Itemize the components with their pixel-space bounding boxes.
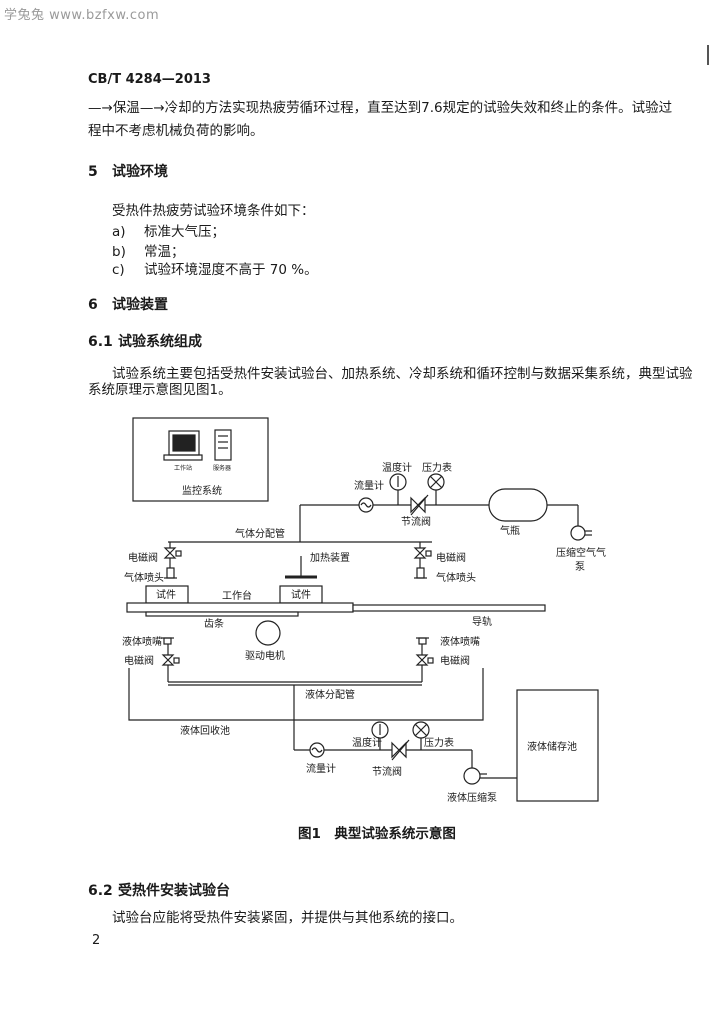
list-marker: b) <box>112 244 126 260</box>
label-liquid-manifold: 液体分配管 <box>305 688 355 701</box>
rack <box>145 611 299 617</box>
edge-mark <box>707 45 709 65</box>
workbench <box>126 602 354 613</box>
label-air-pump-1: 压缩空气气 <box>556 546 606 559</box>
guide-rail <box>352 604 546 612</box>
label-liquid-nozzle-left: 液体喷嘴 <box>122 635 162 648</box>
list-marker: c) <box>112 262 125 278</box>
section-6-2-text: 试验台应能将受热件安装紧固，并提供与其他系统的接口。 <box>112 910 463 926</box>
liquid-nozzle-right <box>418 637 427 645</box>
list-item: c) 试验环境湿度不高于 70 %。 <box>112 258 318 278</box>
label-drive-motor: 驱动电机 <box>245 649 285 662</box>
label-heating-device: 加热装置 <box>310 551 350 564</box>
recovery-tank <box>128 668 484 721</box>
label-thermometer-bottom: 温度计 <box>352 736 382 749</box>
intro-line-1: —→保温—→冷却的方法实现热疲劳循环过程，直至达到7.6规定的试验失效和终止的条… <box>88 97 672 120</box>
section-number: 6.2 <box>88 883 113 899</box>
solenoid-valve-right-bottom <box>415 654 429 666</box>
label-gas-cylinder: 气瓶 <box>500 524 520 537</box>
liquid-storage-tank <box>516 689 599 802</box>
page-number: 2 <box>92 933 101 948</box>
solenoid-valve-left-top <box>163 547 177 559</box>
section-6-2-heading: 6.2 受热件安装试验台 <box>88 880 230 900</box>
label-specimen-right: 试件 <box>291 588 311 601</box>
monitor-system-box <box>132 417 269 502</box>
list-item: b) 常温； <box>112 240 185 260</box>
section-title: 受热件安装试验台 <box>118 883 230 899</box>
list-item: a) 标准大气压； <box>112 220 225 240</box>
section-number: 6 <box>88 297 98 313</box>
figure-caption: 图1 典型试验系统示意图 <box>298 826 456 842</box>
section-6-1-line-2: 系统原理示意图见图1。 <box>88 382 232 398</box>
label-gas-manifold: 气体分配管 <box>235 527 285 540</box>
label-solenoid-left-top: 电磁阀 <box>128 551 158 564</box>
gas-nozzle-right <box>416 567 425 579</box>
label-liquid-storage: 液体储存池 <box>527 740 577 753</box>
list-text: 标准大气压； <box>144 224 225 240</box>
label-workbench: 工作台 <box>222 589 252 602</box>
section-number: 6.1 <box>88 334 113 350</box>
air-pump <box>570 525 586 541</box>
workstation-keyboard <box>163 454 203 461</box>
label-solenoid-right-bottom: 电磁阀 <box>440 654 470 667</box>
workstation-screen <box>172 434 196 452</box>
label-pressure-gauge-top: 压力表 <box>422 461 452 474</box>
label-air-pump-2: 泵 <box>575 561 585 573</box>
label-workstation: 工作站 <box>174 464 192 472</box>
solenoid-coil <box>425 550 432 557</box>
intro-line-2: 程中不考虑机械负荷的影响。 <box>88 123 264 139</box>
label-guide-rail: 导轨 <box>472 615 492 628</box>
section-6-1-heading: 6.1 试验系统组成 <box>88 331 202 351</box>
drive-motor <box>255 620 281 646</box>
section-6-1-line-1: 试验系统主要包括受热件安装试验台、加热系统、冷却系统和循环控制与数据采集系统，典… <box>112 366 693 382</box>
label-rack: 齿条 <box>204 617 224 630</box>
solenoid-valve-right-top <box>413 547 427 559</box>
server-icon <box>214 429 232 461</box>
label-solenoid-right-top: 电磁阀 <box>436 551 466 564</box>
label-solenoid-left-bottom: 电磁阀 <box>124 654 154 667</box>
label-liquid-pump: 液体压缩泵 <box>447 791 497 804</box>
intro-line-1-rest: 冷却的方法实现热疲劳循环过程，直至达到7.6规定的试验失效和终止的条件。试验过 <box>164 100 673 116</box>
label-flowmeter-bottom: 流量计 <box>306 762 336 775</box>
watermark-text: 学兔兔 www.bzfxw.com <box>4 8 160 23</box>
section-title: 试验环境 <box>112 164 168 180</box>
solenoid-valve-left-bottom <box>161 654 175 666</box>
section-5-heading: 5 试验环境 <box>88 161 168 181</box>
arrow-symbol: —→ <box>139 100 165 116</box>
label-gas-nozzle-right: 气体喷头 <box>436 571 476 584</box>
solenoid-coil <box>175 550 182 557</box>
label-specimen-left: 试件 <box>156 588 176 601</box>
section-title: 试验系统组成 <box>118 334 202 350</box>
label-gas-nozzle-left: 气体喷头 <box>124 571 164 584</box>
arrow-symbol: —→ <box>88 100 113 116</box>
label-thermometer-top: 温度计 <box>382 461 412 474</box>
liquid-pump <box>463 767 481 785</box>
label-monitor-system: 监控系统 <box>182 484 222 497</box>
label-recovery-tank: 液体回收池 <box>180 724 230 737</box>
section-title: 试验装置 <box>112 297 168 313</box>
list-marker: a) <box>112 224 126 240</box>
list-text: 常温； <box>144 244 185 260</box>
label-throttle-bottom: 节流阀 <box>372 765 402 778</box>
label-pressure-gauge-bottom: 压力表 <box>424 736 454 749</box>
label-server: 服务器 <box>213 464 231 472</box>
label-flowmeter-top: 流量计 <box>354 479 384 492</box>
standard-number: CB/T 4284—2013 <box>88 72 211 87</box>
keep-temp-text: 保温 <box>112 100 140 116</box>
liquid-nozzle-left <box>163 637 172 645</box>
label-throttle-top: 节流阀 <box>401 515 431 528</box>
list-text: 试验环境湿度不高于 70 %。 <box>144 262 318 278</box>
section-number: 5 <box>88 164 98 180</box>
label-liquid-nozzle-right: 液体喷嘴 <box>440 635 480 648</box>
section-6-heading: 6 试验装置 <box>88 294 168 314</box>
section-5-lead: 受热件热疲劳试验环境条件如下： <box>112 203 315 219</box>
gas-nozzle-left <box>166 567 175 579</box>
gas-cylinder <box>488 488 548 522</box>
